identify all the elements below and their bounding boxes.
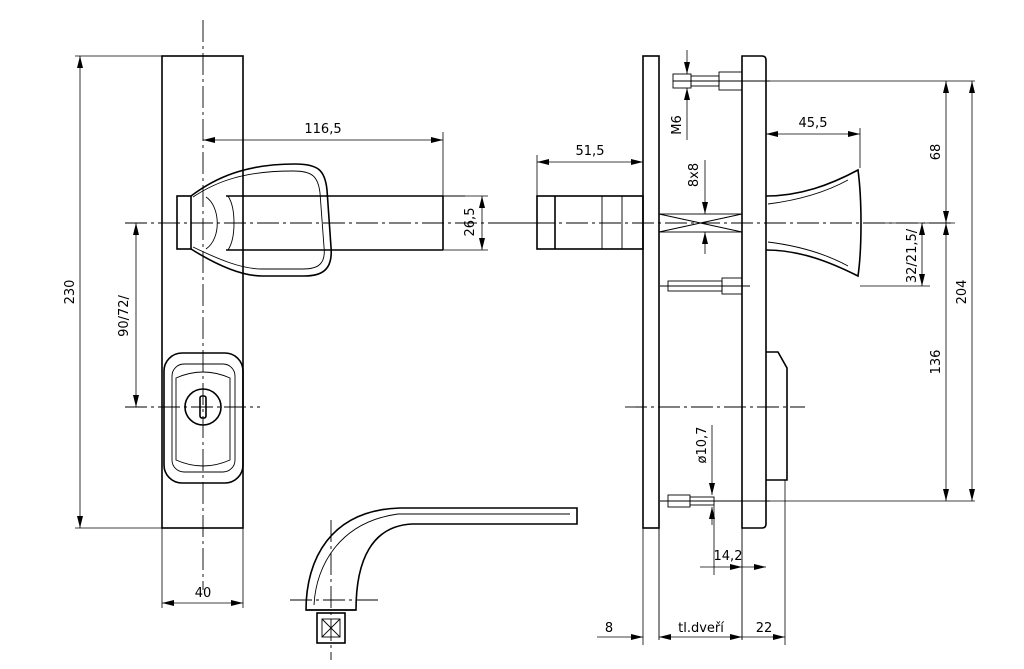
- bottom-screw: [660, 494, 770, 508]
- dim-handle-length-label: 116,5: [304, 122, 341, 137]
- dim-rose-projection-label: 51,5: [576, 144, 605, 159]
- dim-total-height: [75, 55, 162, 529]
- backplate: [161, 55, 244, 529]
- outer-rose: [536, 195, 644, 250]
- dim-plate-width-label: 40: [195, 586, 212, 601]
- dim-handle-depth-label: 45,5: [799, 116, 828, 131]
- top-screw: [672, 71, 770, 91]
- dim-handle-diameter: [443, 195, 488, 251]
- dim-hole-diameter-label: ø10,7: [695, 427, 710, 464]
- dim-outer-plate-label: 8: [605, 621, 613, 636]
- handle-front: [176, 163, 465, 277]
- dim-hole-spacing-label: 204: [955, 280, 970, 305]
- cylinder-tab: [766, 351, 788, 481]
- dim-spindle-distance-label: 90/72/: [117, 294, 132, 336]
- dim-total-height-label: 230: [63, 280, 78, 305]
- dim-handle-length: [203, 132, 444, 196]
- dim-spindle-offset-label: 32/21,5/: [905, 228, 920, 283]
- dim-spindle-distance: [133, 223, 139, 407]
- front-view: 230 90/72/ 40 116,5: [63, 20, 540, 608]
- side-view: [500, 50, 975, 645]
- spindle-square: [316, 612, 346, 644]
- dim-screw-thread-label: M6: [670, 115, 685, 135]
- dim-plate-width: [161, 528, 244, 608]
- handle-top-view: [290, 507, 578, 660]
- middle-screw: [660, 277, 750, 295]
- dim-handle-diameter-label: 26,5: [463, 208, 478, 237]
- dim-bolt-offset-label: 14,2: [714, 549, 743, 564]
- inner-handle: [765, 168, 862, 278]
- dim-top-to-spindle-label: 68: [929, 144, 944, 161]
- dim-inner-plate-label: 22: [756, 621, 773, 636]
- dim-door-thickness-label: tl.dveří: [678, 621, 724, 636]
- dim-square-spindle-label: 8x8: [687, 163, 702, 187]
- outer-plate: [642, 55, 660, 529]
- key-escutcheon: [125, 352, 260, 484]
- inner-plate: [741, 55, 767, 529]
- dim-spindle-to-screw-label: 136: [929, 350, 944, 375]
